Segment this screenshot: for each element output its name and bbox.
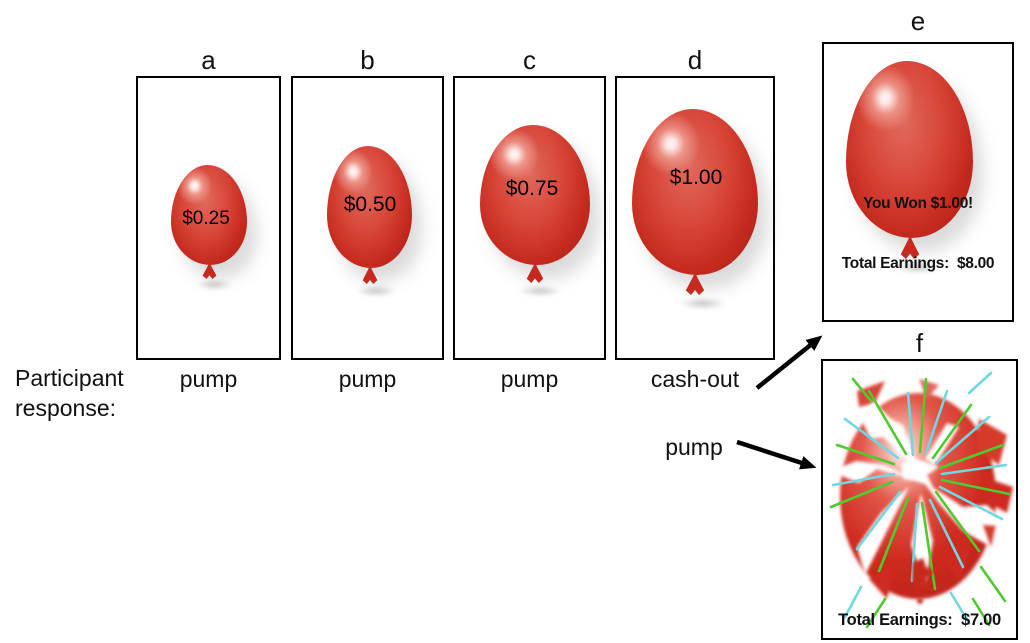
balloon-shadow [190,278,238,291]
balloon-knot [362,265,378,284]
burst-knot [913,558,935,604]
total-earnings-line: Total Earnings: $7.00 [838,611,1001,629]
panel-b: $0.50 [291,76,444,360]
balloon-burst-icon [829,371,1013,629]
panel-c: $0.75 [453,76,606,360]
balloon-shadow [511,284,569,298]
balloon-body [327,146,412,268]
balloon-knot [685,272,705,295]
panel-label-b: b [360,45,375,75]
balloon-knot [526,262,544,283]
response-c: pump [500,366,559,392]
panel-f: Total Earnings: $7.00 [821,359,1018,640]
balloon-body [480,125,590,265]
win-line: You Won $1.00! [863,195,973,212]
balloon-value: $0.75 [505,177,559,200]
balloon-shadow [349,284,403,298]
participant-response-caption: Participant response: [15,363,124,423]
balloon-value: $1.00 [669,166,723,189]
response-a: pump [179,366,238,392]
balloon-shadow [671,296,735,311]
panel-label-a: a [201,45,216,75]
total-earnings-line: Total Earnings: $8.00 [841,255,995,272]
panel-label-e: e [910,6,926,36]
balloon-value: $0.25 [182,208,230,229]
panel-label-f: f [915,328,924,358]
win-message: You Won $1.00! Total Earnings: $8.00 [824,154,1012,314]
caption-line-2: response: [15,395,117,421]
panel-a: $0.25 [136,76,281,360]
pump-arrow [736,439,817,470]
response-pump-burst: pump [665,434,723,460]
balloon-value: $0.50 [343,193,397,216]
balloon-body [171,165,247,265]
response-d: cash-out [650,366,740,392]
balloon-body [846,61,973,238]
balloon-shadow [886,260,950,275]
panel-label-d: d [687,45,703,75]
panel-d: $1.00 [615,76,775,360]
caption-line-1: Participant [15,365,124,391]
balloon-body [632,109,758,275]
response-b: pump [338,366,397,392]
panel-e: You Won $1.00! Total Earnings: $8.00 [822,42,1014,322]
panel-label-c: c [523,45,536,75]
